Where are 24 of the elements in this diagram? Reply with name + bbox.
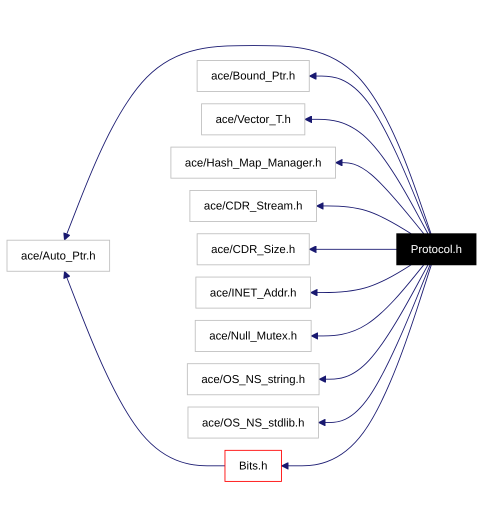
node-box: ace/Null_Mutex.h — [194, 320, 312, 352]
arrow — [335, 158, 424, 234]
node-box: ace/Hash_Map_Manager.h — [170, 146, 336, 179]
node-box: ace/CDR_Size.h — [196, 233, 310, 266]
arrow — [316, 202, 412, 234]
node-box: ace/OS_NS_string.h — [186, 363, 320, 396]
node-box: ace/CDR_Stream.h — [189, 190, 317, 222]
arrow — [308, 72, 431, 234]
node-box: Bits.h — [224, 450, 282, 482]
arrow — [308, 245, 398, 254]
arrow — [281, 264, 432, 470]
arrow — [318, 264, 428, 384]
node-box: ace/Auto_Ptr.h — [6, 240, 110, 272]
arrow — [318, 264, 431, 426]
arrow — [63, 45, 432, 241]
arrow — [304, 115, 428, 234]
arrow — [63, 270, 226, 466]
node-box: ace/Bound_Ptr.h — [196, 60, 310, 92]
arrow — [310, 264, 412, 296]
node-box: ace/Vector_T.h — [201, 103, 306, 136]
node-box: ace/INET_Addr.h — [195, 276, 311, 309]
node-box: ace/OS_NS_stdlib.h — [188, 406, 319, 439]
arrow — [310, 264, 424, 340]
node-box: Protocol.h — [396, 233, 476, 266]
